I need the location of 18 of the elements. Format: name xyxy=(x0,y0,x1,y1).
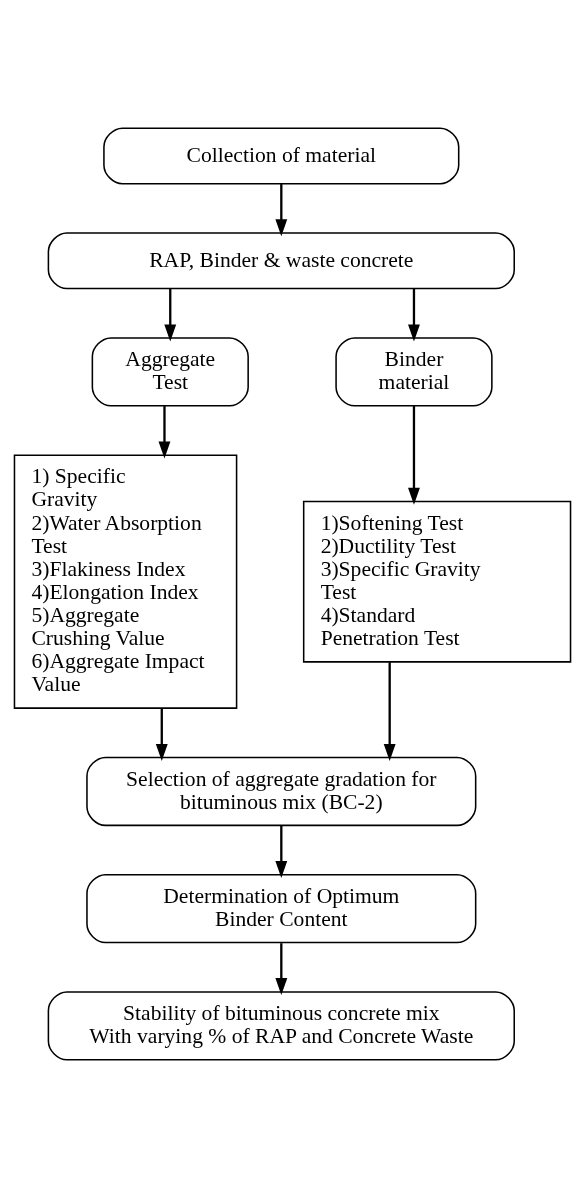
arrow xyxy=(275,942,288,995)
arrow xyxy=(275,825,288,878)
node-box: Binder material xyxy=(335,336,493,407)
node-box: RAP, Binder & waste concrete xyxy=(47,231,515,289)
node-box: 1) Specific Gravity 2)Water Absorption Test 3)Flakiness Index 4)Elongation Index 5)Aggregate Crushing Value 6)Aggregate Impact Value xyxy=(13,453,238,709)
node-box: Selection of aggregate gradation for bituminous mix (BC-2) xyxy=(86,756,477,826)
arrow xyxy=(383,661,396,761)
arrow xyxy=(408,405,420,505)
arrow xyxy=(408,288,420,341)
arrow xyxy=(155,708,168,761)
node-box: Aggregate Test xyxy=(91,336,249,407)
node-box: Determination of Optimum Binder Content xyxy=(86,873,477,943)
node-box: 1)Softening Test 2)Ductility Test 3)Specific Gravity Test 4)Standard Penetration Test xyxy=(302,500,572,663)
arrow xyxy=(164,288,177,341)
node-box: Stability of bituminous concrete mix With varying % of RAP and Concrete Waste xyxy=(47,990,515,1061)
arrow xyxy=(158,405,171,458)
arrow xyxy=(275,183,288,236)
node-box: Collection of material xyxy=(103,126,460,184)
